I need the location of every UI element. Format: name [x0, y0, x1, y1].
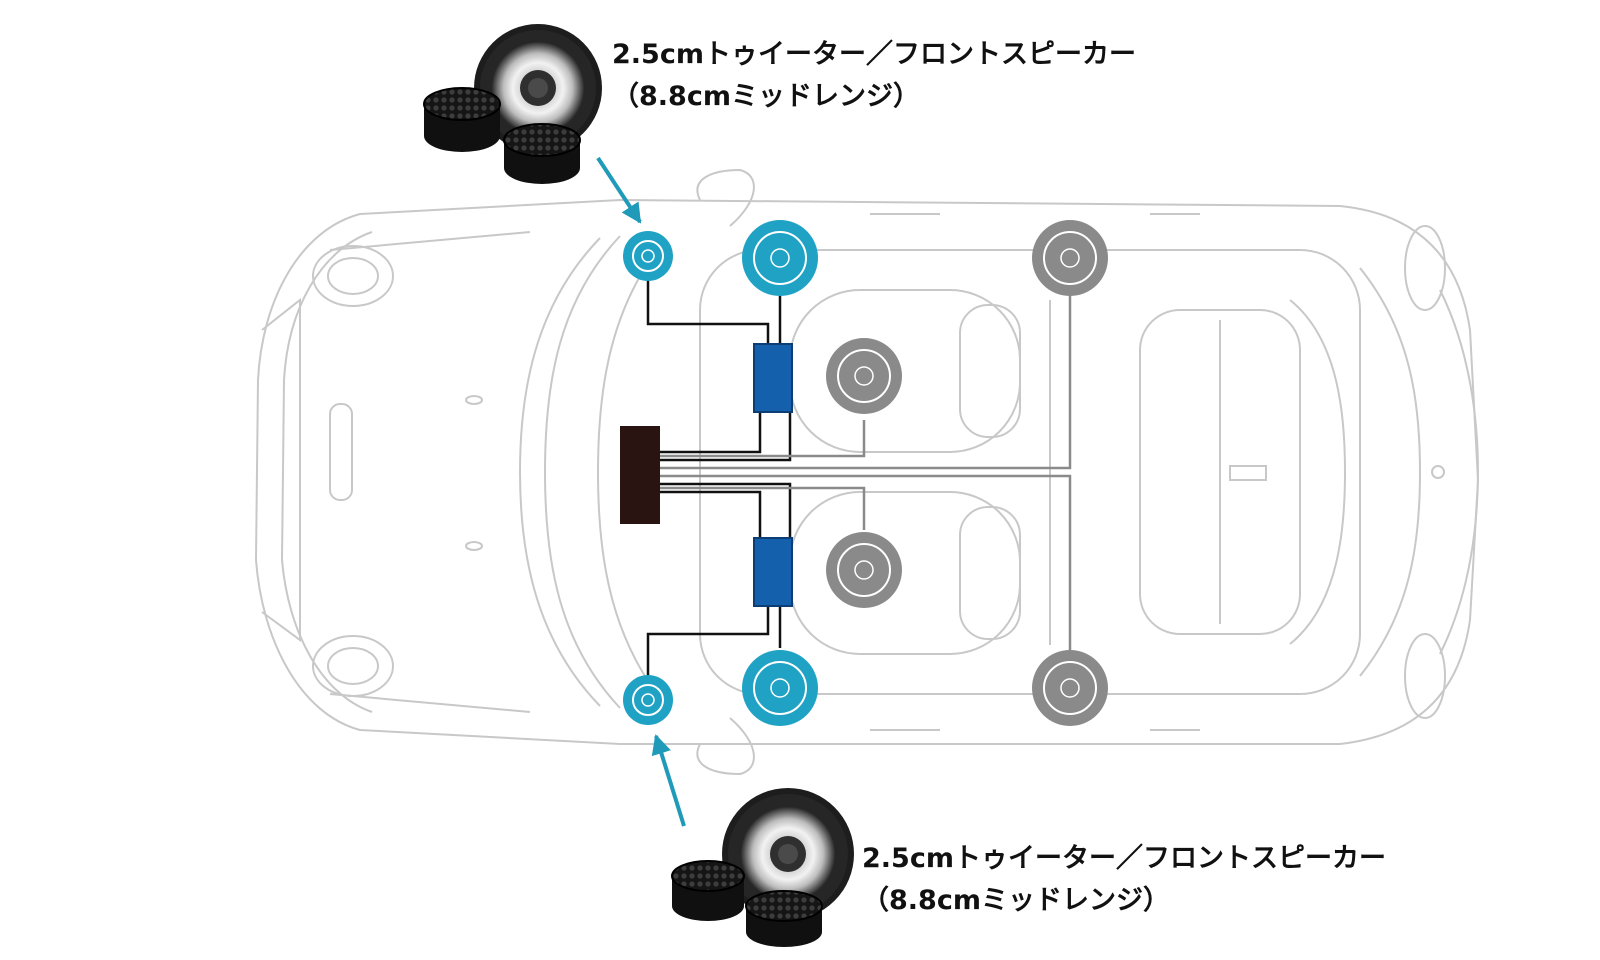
tweeter-front-upper [623, 231, 673, 281]
callout-bottom: 2.5cmトゥイーター／フロントスピーカー （8.8cmミッドレンジ） [862, 838, 1386, 922]
midrange-front-upper [742, 220, 818, 296]
wiring [646, 280, 792, 678]
speaker-rear-lower [1032, 650, 1108, 726]
callout-bottom-line2: （8.8cmミッドレンジ） [862, 885, 1170, 916]
crossover-lower [753, 537, 793, 607]
midrange-front-lower [742, 650, 818, 726]
car-outline [254, 168, 1480, 776]
speaker-rear-upper [1032, 220, 1108, 296]
callout-top-line2: （8.8cmミッドレンジ） [612, 81, 920, 112]
speaker-product-image-bottom [671, 788, 854, 947]
wiring-inactive [660, 290, 1072, 650]
arrow-top [596, 156, 642, 224]
arrow-bottom [651, 734, 686, 827]
speaker-product-image-top [423, 24, 602, 184]
callout-bottom-line1: 2.5cmトゥイーター／フロントスピーカー [862, 843, 1386, 874]
crossover-upper [753, 343, 793, 413]
speaker-seat-lower [826, 532, 902, 608]
tweeter-front-lower [623, 675, 673, 725]
callout-top: 2.5cmトゥイーター／フロントスピーカー （8.8cmミッドレンジ） [612, 34, 1136, 118]
amplifier [620, 426, 660, 524]
callout-top-line1: 2.5cmトゥイーター／フロントスピーカー [612, 39, 1136, 70]
speaker-seat-upper [826, 338, 902, 414]
